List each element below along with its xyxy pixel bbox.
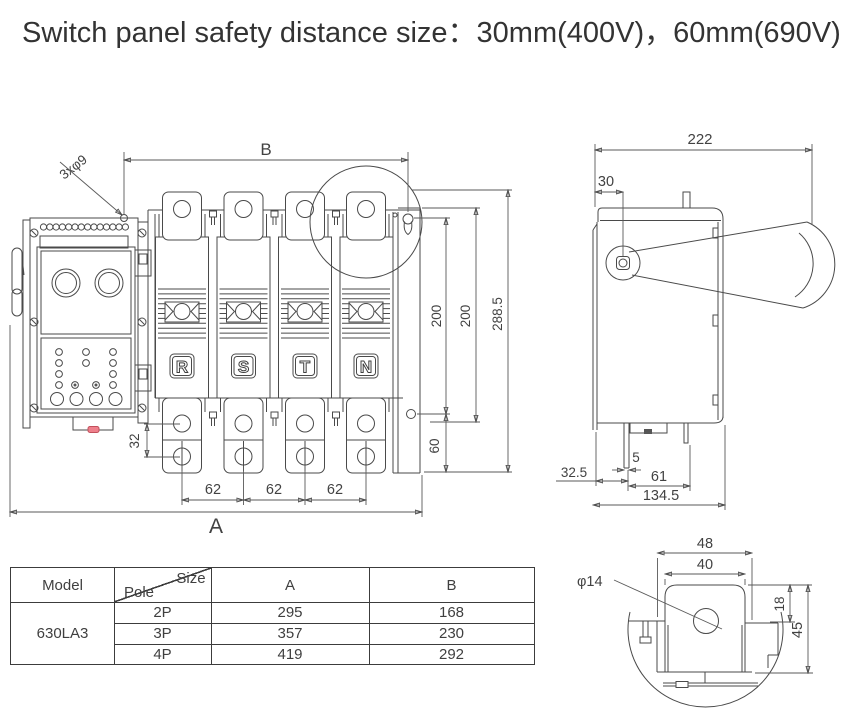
left-dial-icon — [51, 268, 81, 298]
screw-icon — [137, 228, 147, 238]
table-grid-line — [114, 623, 534, 625]
pole-label-r: R — [176, 358, 188, 377]
pole-label-s: S — [238, 358, 249, 377]
page-title: Switch panel safety distance size：30mm(4… — [22, 17, 841, 49]
dim-134-5: 134.5 — [643, 488, 679, 504]
dim-200-outer: 200 — [458, 305, 473, 328]
label-window — [39, 235, 129, 249]
detail-boundary-circle — [627, 611, 784, 708]
terminal-screw-row — [39, 223, 130, 231]
row-4p-a: 419 — [277, 645, 303, 663]
screw-icon — [137, 317, 147, 327]
pole-label-t: T — [300, 358, 311, 377]
pole-label-n: N — [360, 358, 372, 377]
row-2p-pole: 2P — [153, 604, 172, 621]
row-2p-b: 168 — [438, 604, 465, 621]
front-view: R S T N 3xφ9 B — [10, 140, 512, 538]
table-grid-line — [211, 568, 213, 664]
front-panel — [36, 246, 136, 414]
table-grid-line — [369, 568, 371, 664]
reset-latch-icon — [87, 426, 100, 433]
dim-a: A — [209, 515, 223, 538]
terminal-hole-icon — [693, 608, 719, 634]
spec-table: Model Size Pole A B 630LA3 2P 295 168 3P… — [10, 567, 535, 665]
header-model: Model — [42, 576, 83, 594]
terminal-detail — [628, 584, 779, 688]
table-grid-line — [114, 568, 116, 664]
right-dial-icon — [94, 268, 124, 298]
control-buttons — [50, 392, 123, 406]
meter-panel — [40, 250, 132, 335]
model-value: 630LA3 — [36, 624, 89, 642]
phase-barrier-pin — [270, 411, 279, 427]
indicator-leds — [55, 348, 117, 389]
dim-62-1: 62 — [205, 482, 221, 498]
keyhole-slot-icon — [402, 213, 414, 225]
dim-288-5: 288.5 — [490, 297, 505, 331]
row-3p-pole: 3P — [153, 625, 172, 642]
dim-200-inner: 200 — [429, 305, 444, 328]
din-clip-icon — [11, 247, 23, 295]
dim-40: 40 — [697, 557, 713, 573]
row-3p-b: 230 — [438, 625, 465, 642]
controller-unit — [11, 217, 152, 433]
phase-barrier-pin — [209, 210, 217, 226]
bottom-terminal — [281, 397, 329, 474]
top-post — [682, 191, 691, 209]
indicator-panel — [40, 337, 132, 410]
screw-icon — [29, 228, 39, 238]
top-terminal — [342, 191, 390, 241]
dim-62-3: 62 — [327, 482, 343, 498]
phase-barrier-pin — [332, 210, 340, 226]
detail-reference-circle-anchor — [392, 212, 398, 218]
detail-view-dimensions: 48 40 φ14 18 45 — [577, 536, 813, 673]
bottom-terminal — [220, 397, 267, 474]
operating-handle — [605, 221, 836, 309]
dim-62-2: 62 — [266, 482, 282, 498]
phase-barrier-pin — [209, 411, 217, 427]
header-pole: Pole — [123, 583, 155, 601]
phase-barrier-pin — [270, 210, 279, 226]
header-a: A — [284, 576, 295, 594]
dim-hole-dia: φ14 — [577, 574, 603, 590]
top-terminal — [281, 191, 329, 241]
bottom-terminal — [342, 397, 390, 474]
dim-5: 5 — [632, 450, 640, 465]
dim-32-5: 32.5 — [561, 465, 587, 480]
header-size: Size — [176, 569, 206, 587]
top-terminal — [158, 191, 206, 241]
row-3p-a: 357 — [277, 625, 303, 642]
side-body — [592, 191, 724, 469]
row-2p-a: 295 — [277, 604, 303, 621]
table-grid-line — [114, 644, 534, 646]
table-grid-line — [11, 602, 534, 604]
dim-45: 45 — [790, 622, 806, 638]
bottom-terminal — [158, 397, 206, 474]
detail-view: 48 40 φ14 18 45 — [577, 536, 813, 708]
table-diagonal-divider — [114, 568, 211, 602]
screw-icon — [137, 403, 147, 413]
pole-modules: R S T N — [155, 165, 423, 474]
mounting-hole-icon — [120, 214, 128, 222]
detail-reference-circle — [309, 165, 423, 279]
dim-32: 32 — [127, 433, 142, 448]
dim-61: 61 — [651, 469, 667, 485]
top-terminal — [220, 191, 267, 241]
side-view-dimensions: 222 30 32.5 5 61 134.5 — [556, 131, 812, 510]
phase-barrier-pin — [332, 411, 340, 427]
row-4p-b: 292 — [438, 645, 465, 663]
dim-48: 48 — [697, 536, 713, 552]
dim-30: 30 — [598, 174, 614, 190]
dim-222: 222 — [687, 131, 712, 148]
latch-mark — [644, 429, 652, 434]
mounting-hole-icon — [406, 409, 416, 419]
side-view: 222 30 32.5 5 61 134.5 — [556, 131, 836, 510]
dim-60: 60 — [427, 438, 442, 453]
header-b: B — [446, 576, 457, 594]
dim-18: 18 — [772, 596, 787, 611]
dim-b: B — [260, 140, 271, 159]
dim-mount-holes: 3xφ9 — [57, 152, 90, 183]
row-4p-pole: 4P — [153, 645, 172, 663]
